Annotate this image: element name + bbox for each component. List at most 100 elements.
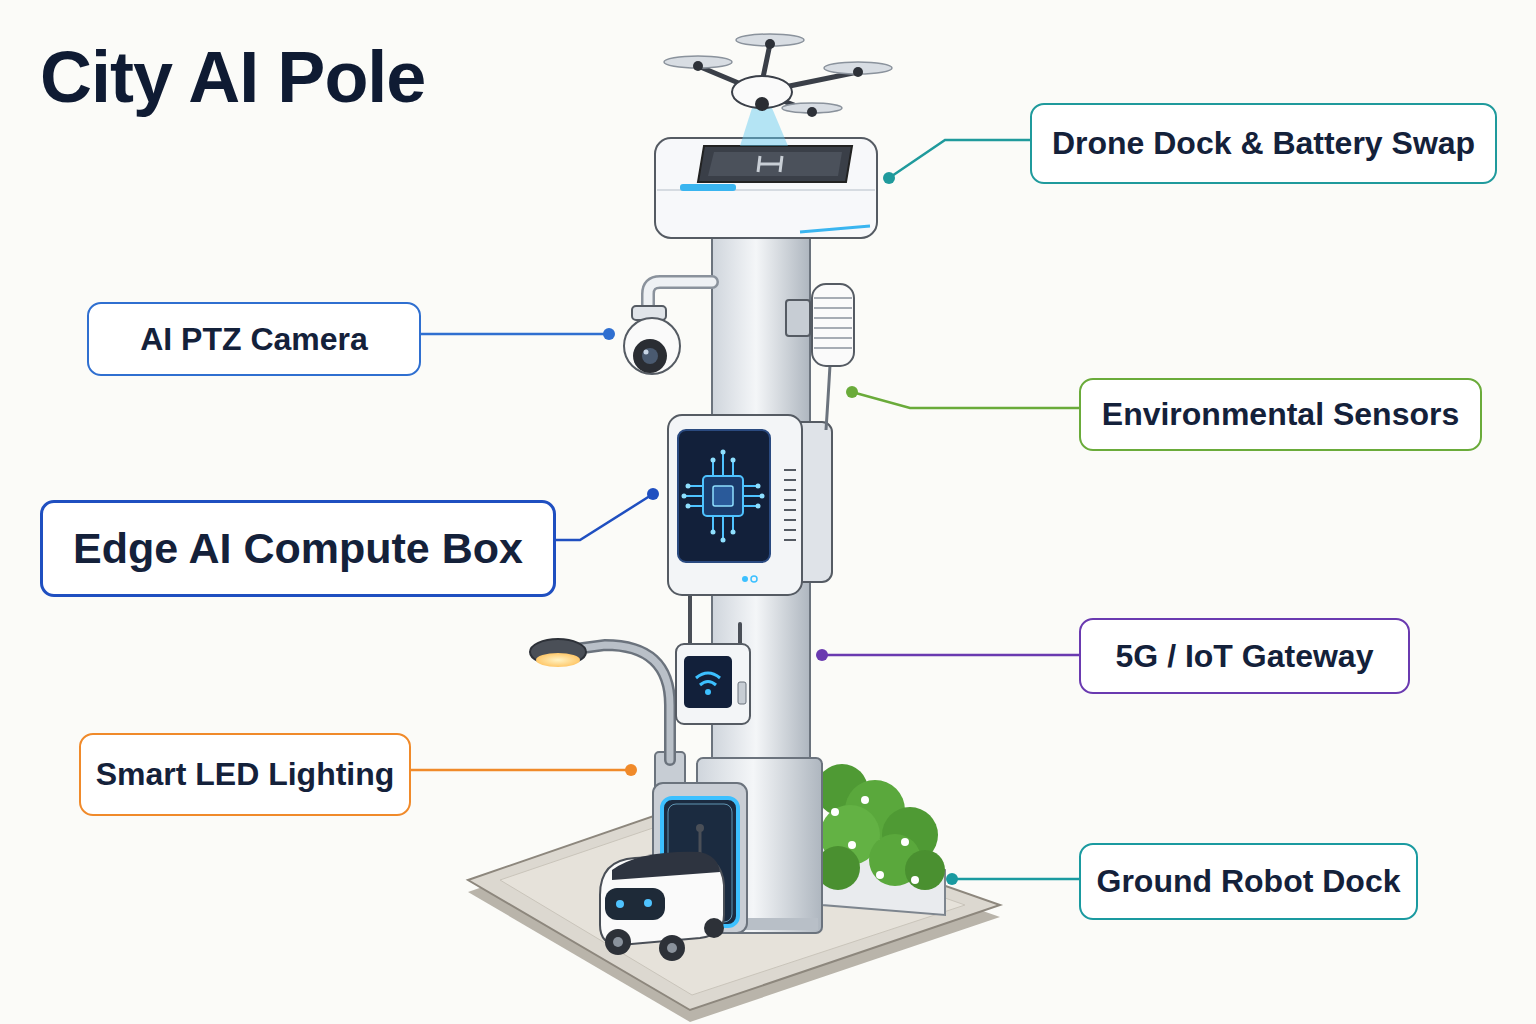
- leader-line: [822, 654, 1079, 657]
- leader-line: [889, 140, 1030, 178]
- compute-box: [784, 499, 796, 501]
- ptz-camera: [642, 348, 658, 364]
- leader-line: [421, 333, 609, 336]
- compute-box: [743, 495, 762, 497]
- callout-label: Smart LED Lighting: [96, 756, 395, 793]
- drone: [693, 39, 863, 117]
- compute-box: [684, 452, 762, 540]
- compute-box: [784, 539, 796, 541]
- environmental-sensor: [814, 347, 852, 349]
- compute-box: [756, 504, 761, 509]
- compute-box: [731, 530, 736, 535]
- callout-box: AI PTZ Camera: [87, 302, 421, 376]
- environmental-sensor: [812, 284, 854, 366]
- ground-robot: [704, 918, 724, 938]
- planter-bush: [831, 808, 839, 816]
- environmental-sensor: [814, 327, 852, 329]
- leader-dot: [946, 873, 958, 885]
- street-lamp: [536, 653, 580, 667]
- drone-dock: [708, 152, 842, 176]
- compute-box: [784, 529, 796, 531]
- callout-label: AI PTZ Camera: [140, 321, 368, 358]
- drone: [664, 34, 892, 146]
- compute-box: [751, 576, 757, 582]
- callout-label: Edge AI Compute Box: [73, 524, 523, 573]
- compute-box: [731, 458, 736, 463]
- environmental-sensor: [814, 298, 852, 348]
- compute-box: [784, 479, 796, 481]
- compute-box: [760, 494, 765, 499]
- drone-dock: [800, 226, 870, 232]
- drone: [698, 44, 858, 112]
- callout-box: Environmental Sensors: [1079, 378, 1482, 451]
- drone: [765, 39, 775, 49]
- drone-dock: [680, 184, 736, 191]
- ground-robot: [605, 888, 665, 920]
- leader-line: [852, 392, 1079, 408]
- iot-gateway: [705, 689, 711, 695]
- ground-robot: [667, 943, 677, 953]
- ground-robot: [605, 929, 631, 955]
- ground-robot: [600, 824, 724, 961]
- callout-box: Ground Robot Dock: [1079, 843, 1418, 920]
- compute-box: [711, 458, 716, 463]
- compute-box: [784, 519, 796, 521]
- iot-gateway: [700, 682, 716, 686]
- leader-line: [952, 878, 1079, 881]
- compute-box: [722, 516, 724, 540]
- ptz-camera: [633, 339, 667, 373]
- street-lamp: [568, 645, 670, 760]
- leader-dot: [816, 649, 828, 661]
- ground-robot: [659, 935, 685, 961]
- leader-dot: [603, 172, 958, 885]
- planter-bush: [905, 850, 945, 890]
- compute-box: [742, 576, 748, 582]
- planter-bush: [816, 764, 945, 915]
- planter-bush: [901, 838, 909, 846]
- planter-bush: [876, 871, 884, 879]
- environmental-sensor: [814, 317, 852, 319]
- iot-gateway: [688, 596, 692, 648]
- compute-box: [722, 452, 724, 476]
- drone-dock: [759, 163, 781, 166]
- compute-box: [756, 484, 761, 489]
- compute-box: [721, 538, 726, 543]
- ptz-camera: [644, 350, 649, 355]
- drone: [853, 67, 863, 77]
- iot-gateway: [676, 596, 750, 724]
- drone: [807, 107, 817, 117]
- leader-dot: [603, 328, 615, 340]
- compute-box: [686, 484, 691, 489]
- ptz-camera: [624, 318, 680, 374]
- title: City AI Pole: [40, 36, 425, 118]
- drone: [664, 34, 892, 113]
- ptz-camera: [624, 282, 712, 374]
- environmental-sensor: [814, 337, 852, 339]
- street-lamp: [530, 639, 685, 798]
- leader-line: [556, 494, 653, 540]
- compute-box: [703, 476, 743, 516]
- planter-bush: [861, 796, 869, 804]
- compute-box: [682, 450, 765, 543]
- drone: [755, 97, 769, 111]
- compute-box: [784, 489, 796, 491]
- environmental-sensor: [786, 300, 810, 336]
- compute-box: [684, 495, 703, 497]
- ground-robot: [612, 852, 720, 880]
- compute-box: [711, 530, 716, 535]
- callout-label: Drone Dock & Battery Swap: [1052, 125, 1475, 162]
- planter-bush: [911, 876, 919, 884]
- drone-dock: [655, 138, 877, 238]
- callout-label: Environmental Sensors: [1102, 396, 1459, 433]
- compute-box: [668, 415, 802, 595]
- ground-robot: [644, 899, 652, 907]
- compute-box: [721, 450, 726, 455]
- compute-box: [784, 509, 796, 511]
- environmental-sensor: [786, 284, 854, 430]
- compute-box: [713, 486, 733, 506]
- leader-line: [411, 769, 631, 772]
- iot-gateway: [676, 644, 750, 724]
- ground-robot: [616, 900, 624, 908]
- leader-dot: [625, 764, 637, 776]
- callout-box: Drone Dock & Battery Swap: [1030, 103, 1497, 184]
